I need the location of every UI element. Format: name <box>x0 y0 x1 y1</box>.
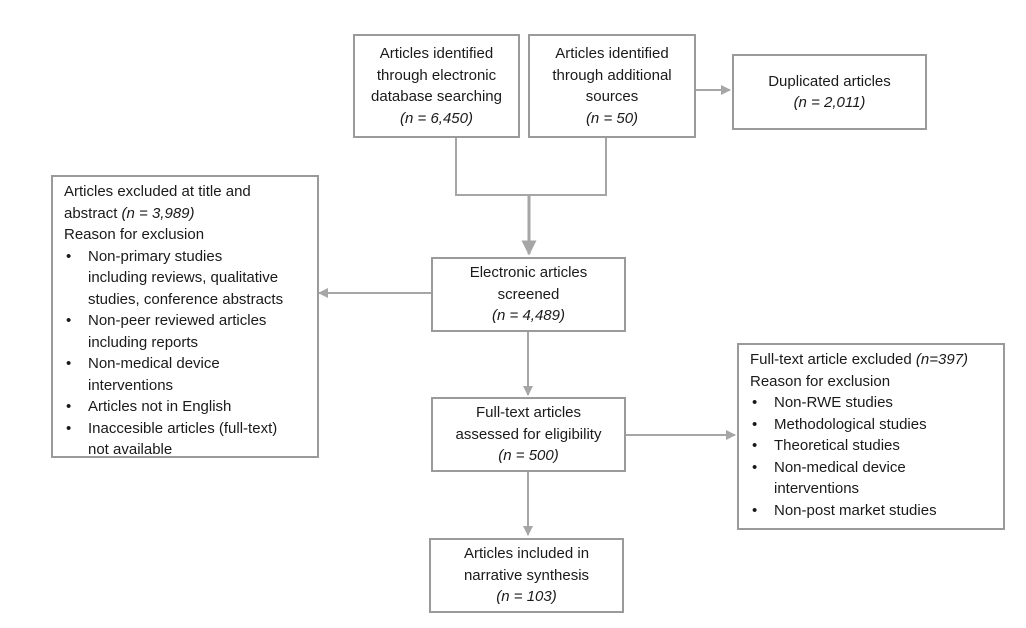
box-fulltext-assessed: Full-text articles assessed for eligibil… <box>431 397 626 472</box>
bullet-icon: • <box>66 419 72 437</box>
box-text-line: narrative synthesis <box>463 566 590 584</box>
box-text-line: screened <box>497 285 560 303</box>
box-text-line: Full-text articles <box>475 404 582 422</box>
box-count: (n = 500) <box>498 447 559 465</box>
list-item: • Articles not in English <box>64 396 317 418</box>
list-item-line: Non-medical device <box>88 355 220 372</box>
box-text-line: Electronic articles <box>469 264 588 282</box>
box-count: (n = 2,011) <box>793 94 866 111</box>
box-text-line: Duplicated articles <box>768 72 891 90</box>
box-text-line: assessed for eligibility <box>455 425 602 443</box>
list-item-line: including reports <box>88 333 199 351</box>
list-item: • Non-post market studies <box>750 500 1003 522</box>
list-item: • Non-medical device interventions <box>750 457 1003 500</box>
list-item: • Methodological studies <box>750 414 1003 436</box>
box-text-line: Articles identified <box>379 45 494 62</box>
list-item-line: Methodological studies <box>774 415 927 433</box>
box-included: Articles included in narrative synthesis… <box>429 538 624 613</box>
box-text-line: Articles included in <box>463 545 590 563</box>
box-excluded-fulltext: Full-text article excluded (n=397) Reaso… <box>737 343 1005 530</box>
box-heading-line: Full-text article excluded (n=397) <box>750 349 1003 371</box>
bullet-icon: • <box>752 415 758 433</box>
box-count: (n = 103) <box>496 588 557 606</box>
list-item-line: Non-RWE studies <box>774 394 893 411</box>
bullet-icon: • <box>752 458 758 476</box>
list-item-line: studies, conference abstracts <box>88 290 284 308</box>
box-duplicated: Duplicated articles (n = 2,011) <box>732 54 927 130</box>
box-count: (n = 50) <box>585 109 639 127</box>
list-item: • Non-medical device interventions <box>64 353 317 396</box>
list-item-line: Non-post market studies <box>774 501 937 519</box>
list-item-line: Theoretical studies <box>774 437 900 454</box>
box-reason-label: Reason for exclusion <box>64 226 205 243</box>
box-count: (n = 4,489) <box>492 307 565 325</box>
box-text-line: through additional <box>552 66 672 84</box>
list-item: • Inaccesible articles (full-text) not a… <box>64 418 317 461</box>
box-reason-label: Reason for exclusion <box>750 372 891 390</box>
box-count: (n=397) <box>915 351 969 368</box>
list-item-line: including reviews, qualitative <box>88 269 279 286</box>
box-text-line: through electronic <box>376 66 497 84</box>
list-item: • Non-RWE studies <box>750 392 1003 414</box>
box-heading: Full-text article excluded <box>750 351 912 368</box>
list-item-line: interventions <box>88 376 174 394</box>
box-text-line: database searching <box>371 88 502 105</box>
box-count: (n = 6,450) <box>400 109 473 127</box>
list-item-line: interventions <box>774 480 860 497</box>
bullet-icon: • <box>66 355 72 372</box>
box-database-search: Articles identified through electronic d… <box>353 34 520 138</box>
exclusion-reasons-list: • Non-primary studies including reviews,… <box>64 246 317 461</box>
bullet-icon: • <box>66 247 72 265</box>
box-excluded-title-abstract: Articles excluded at title and abstract … <box>51 175 319 458</box>
list-item: • Non-primary studies including reviews,… <box>64 246 317 311</box>
box-heading-word: abstract <box>64 204 118 222</box>
bullet-icon: • <box>752 394 758 411</box>
list-item-line: Non-primary studies <box>88 247 223 265</box>
exclusion-reasons-list: • Non-RWE studies • Methodological studi… <box>750 392 1003 521</box>
list-item-line: not available <box>88 441 173 458</box>
box-heading-line2: abstract (n = 3,989) <box>64 203 317 225</box>
list-item: • Theoretical studies <box>750 435 1003 457</box>
list-item-line: Non-peer reviewed articles <box>88 312 267 329</box>
list-item-line: Inaccesible articles (full-text) <box>88 419 278 437</box>
list-item-line: Articles not in English <box>88 398 232 415</box>
list-item-line: Non-medical device <box>774 458 906 476</box>
bullet-icon: • <box>752 437 758 454</box>
bullet-icon: • <box>752 501 758 519</box>
box-count: (n = 3,989) <box>121 204 195 222</box>
bullet-icon: • <box>66 398 72 415</box>
box-text-line: sources <box>585 88 639 105</box>
box-additional-sources: Articles identified through additional s… <box>528 34 696 138</box>
box-text-line: Articles identified <box>555 45 669 62</box>
box-screened: Electronic articles screened (n = 4,489) <box>431 257 626 332</box>
merge-connector <box>455 137 607 196</box>
bullet-icon: • <box>66 312 72 329</box>
box-heading: Articles excluded at title and <box>64 183 251 200</box>
list-item: • Non-peer reviewed articles including r… <box>64 310 317 353</box>
